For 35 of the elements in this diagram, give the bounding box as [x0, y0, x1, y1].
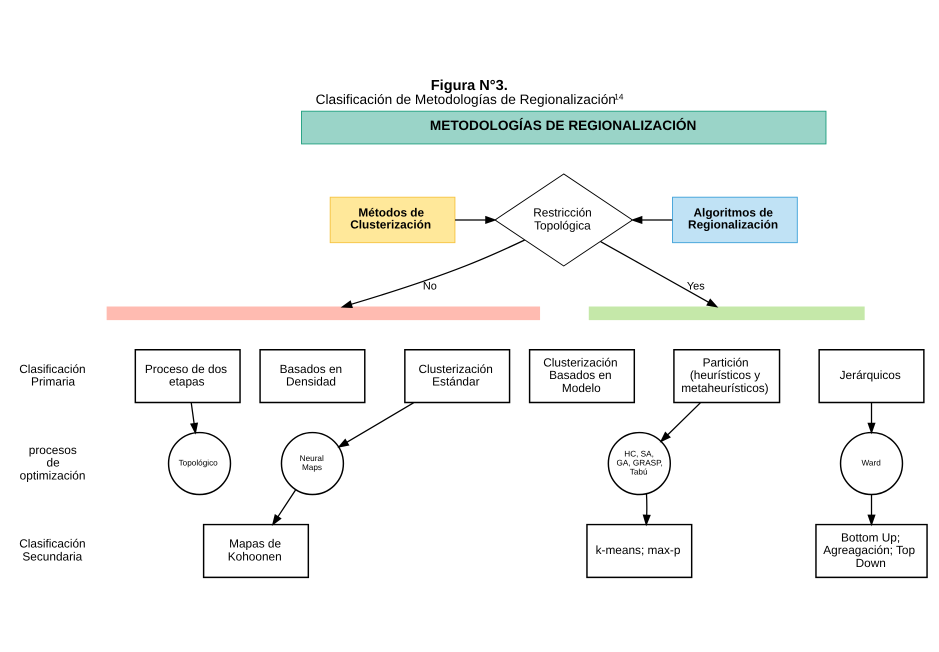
node-box: Mapas de Kohoonen [202, 523, 310, 578]
arrow [340, 238, 525, 308]
node-box: Algoritmos de Regionalización [672, 196, 798, 243]
arrow [272, 488, 296, 526]
node-diamond: Restricción Topológica [494, 172, 634, 266]
arrow [337, 402, 414, 448]
node-circle: Topológico [168, 431, 232, 495]
node-box: Bottom Up; Agreagación; Top Down [815, 523, 928, 578]
arrow [867, 402, 876, 434]
arrow [660, 402, 701, 442]
label: Clasificación Primaria [19, 361, 86, 388]
node-box: Métodos de Clusterización [330, 196, 456, 243]
node-box: Basados en Densidad [259, 348, 366, 403]
node-box: Jerárquicos [818, 348, 925, 403]
arrow [455, 215, 497, 224]
node-box: Clusterización Estándar [404, 348, 510, 403]
diagram-title: Figura N°3. [430, 78, 508, 94]
node-bar [106, 306, 540, 320]
node-box: Partición (heurísticos y metaheurísticos) [673, 348, 780, 403]
node-box: Clusterización Basados en Modelo [528, 348, 636, 403]
label: Clasificación Secundaria [19, 536, 86, 563]
node-box: Proceso de dos etapas [134, 348, 241, 403]
node-box: k-means; max-p [586, 523, 692, 578]
node-circle: Ward [840, 431, 904, 495]
node-circle: Neural Maps [280, 431, 344, 495]
arrow [630, 215, 672, 224]
node-box: METODOLOGÍAS DE REGIONALIZACIÓN [301, 110, 826, 144]
arrow [190, 402, 198, 434]
label: procesos de optimización [20, 442, 86, 482]
node-bar [588, 306, 865, 320]
edge-label: Yes [686, 280, 705, 292]
arrow [867, 494, 876, 526]
arrow [642, 493, 651, 526]
edge-label: No [422, 280, 437, 292]
arrow [600, 240, 718, 308]
